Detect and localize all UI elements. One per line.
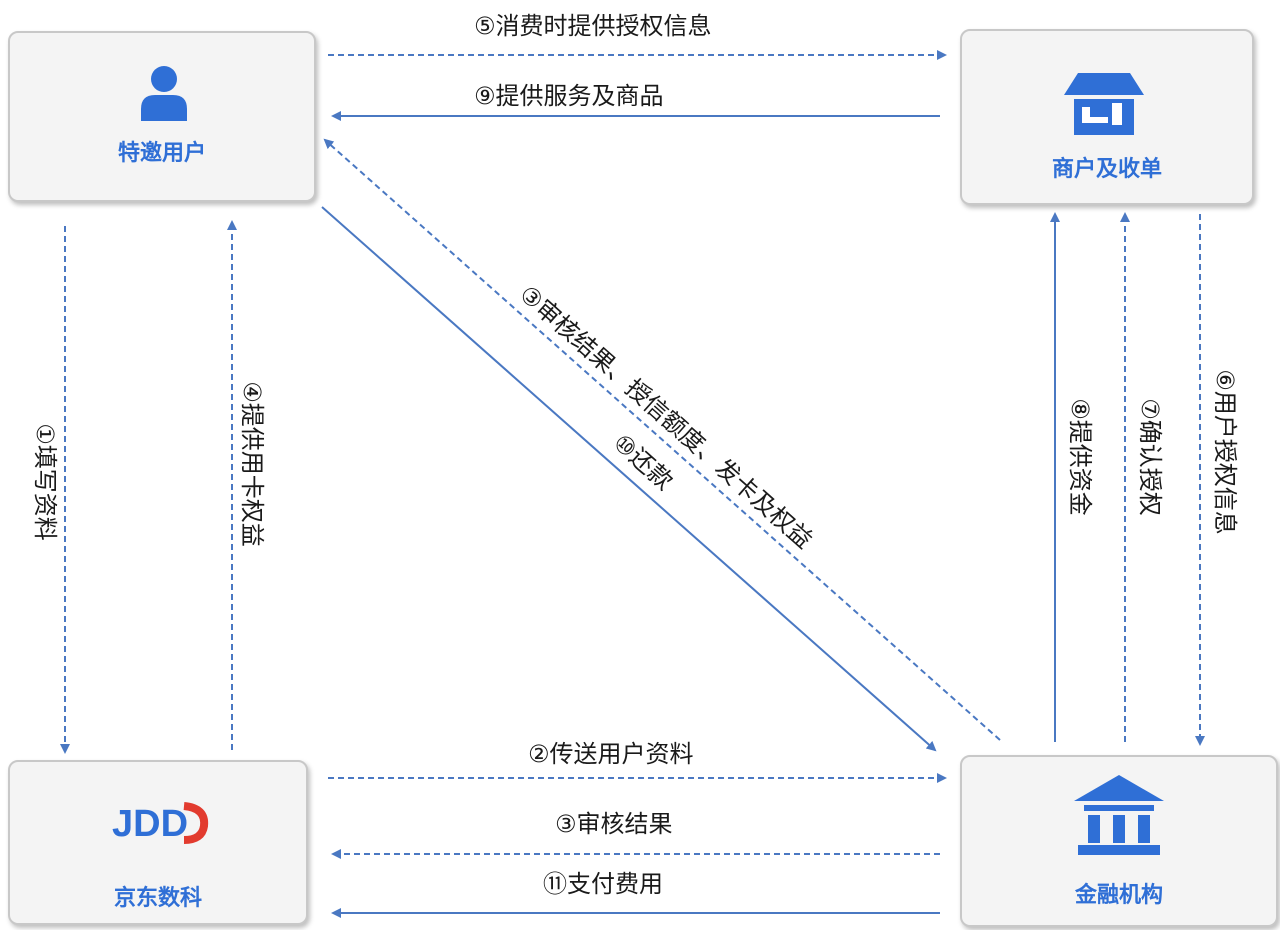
- node-merchant-label: 商户及收单: [1051, 157, 1162, 182]
- label-f6: ⑥用户授权信息: [1211, 369, 1239, 535]
- label-f5: ⑤消费时提供授权信息: [474, 12, 712, 40]
- node-merchant: 商户及收单: [960, 29, 1254, 205]
- node-user: 特邀用户: [8, 31, 316, 202]
- label-f1: ①填写资料: [31, 423, 59, 541]
- jdd-logo-icon: JDD: [110, 798, 210, 846]
- label-f9: ⑨提供服务及商品: [474, 82, 664, 110]
- label-f2: ②传送用户资料: [528, 740, 694, 768]
- label-f8: ⑧提供资金: [1066, 398, 1094, 516]
- label-f7: ⑦确认授权: [1136, 398, 1164, 516]
- node-user-label: 特邀用户: [117, 141, 206, 166]
- node-bank-label: 金融机构: [1074, 883, 1163, 908]
- node-jd-label: 京东数科: [113, 886, 202, 911]
- label-f3a: ③审核结果: [555, 810, 673, 838]
- arrow-f3b: [323, 138, 1001, 741]
- store-icon: [1064, 73, 1144, 135]
- label-f4: ④提供用卡权益: [238, 381, 266, 547]
- label-f11: ⑪支付费用: [543, 870, 663, 898]
- user-icon: [138, 65, 190, 121]
- jdd-logo-text: JDD: [112, 803, 188, 845]
- node-jd: JDD 京东数科: [8, 760, 308, 925]
- bank-icon: [1074, 775, 1164, 855]
- arrow-f10: [321, 206, 937, 752]
- node-bank: 金融机构: [960, 755, 1278, 927]
